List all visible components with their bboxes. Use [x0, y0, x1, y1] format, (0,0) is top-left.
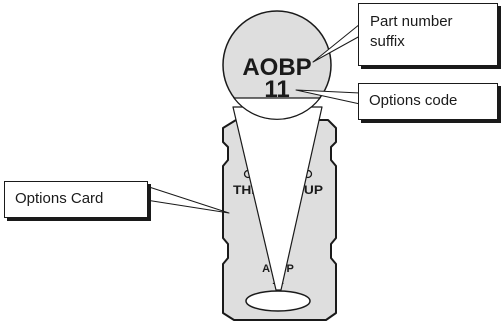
- card-connector-pad: [245, 290, 311, 312]
- magnified-label-line2: 11: [264, 76, 289, 103]
- options-code-callout: Options code: [358, 83, 498, 120]
- part-number-suffix-line2: suffix: [370, 33, 405, 50]
- part-number-suffix-callout: Part number suffix: [358, 3, 498, 66]
- magnified-label-line1: AOBP: [242, 54, 311, 81]
- options-code-label: Options code: [369, 92, 458, 109]
- options-card-pointer: [145, 185, 230, 214]
- part-number-suffix-line1: Part number: [370, 13, 453, 30]
- options-card-label: Options Card: [15, 190, 104, 207]
- options-card-callout: Options Card: [4, 181, 148, 218]
- magnified-circle-lower-segment: [232, 97, 322, 120]
